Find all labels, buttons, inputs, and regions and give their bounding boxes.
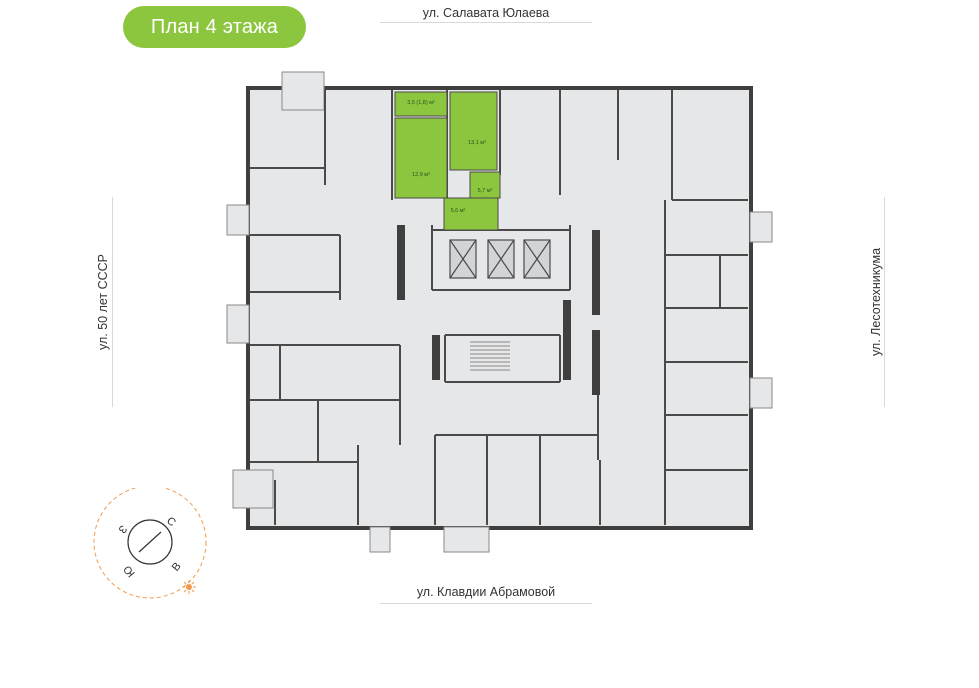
- street-label-top: ул. Салавата Юлаева: [422, 6, 550, 20]
- apt-kitchen: [449, 91, 498, 171]
- street-line-top: [380, 22, 592, 23]
- street-label-bottom: ул. Клавдии Абрамовой: [416, 585, 556, 599]
- sun-icon: [182, 580, 196, 594]
- balcony-right-1: [749, 211, 773, 243]
- apt-hall: [469, 171, 501, 199]
- apt-room: [394, 117, 448, 199]
- floor-title-badge[interactable]: План 4 этажа: [123, 6, 306, 48]
- apt-kitchen-label: 13,1 м²: [468, 140, 486, 146]
- apt-bath: [443, 197, 499, 231]
- compass-graphic: [93, 485, 207, 599]
- balcony-left-2: [226, 304, 250, 344]
- apt-room-label: 12,9 м²: [412, 172, 430, 178]
- floor-title: План 4 этажа: [150, 15, 279, 38]
- compass: С В Ю З: [92, 485, 212, 608]
- balcony-right-2: [749, 377, 773, 409]
- apt-balcony: [394, 91, 448, 117]
- balcony-left-3: [232, 469, 274, 509]
- apt-bath-label: 5,6 м²: [451, 208, 466, 214]
- elevators: [449, 239, 551, 279]
- street-line-bottom: [380, 603, 592, 604]
- street-line-right: [884, 197, 885, 407]
- street-line-left: [112, 197, 113, 407]
- apt-hall-label: 5,7 м²: [478, 188, 493, 194]
- balcony-bottom-1: [369, 526, 391, 553]
- vent-shafts: [397, 225, 600, 395]
- top-left-balcony: [281, 71, 325, 111]
- apt-balcony-label: 3,5 (1,8) м²: [407, 100, 435, 106]
- staircase: [470, 341, 510, 371]
- balcony-bottom-2: [443, 526, 490, 553]
- balcony-left-1: [226, 204, 250, 236]
- highlighted-apartment: [394, 91, 501, 231]
